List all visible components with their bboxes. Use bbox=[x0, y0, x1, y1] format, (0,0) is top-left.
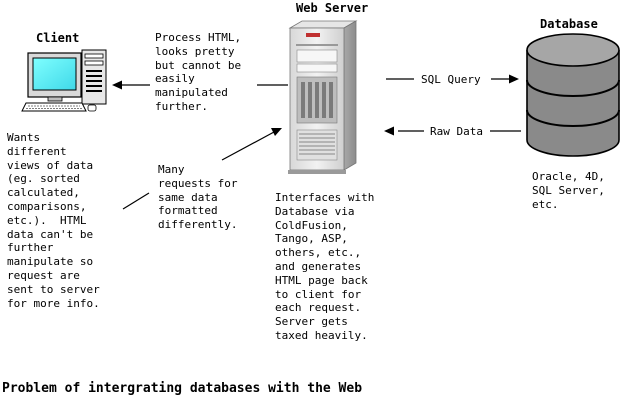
database-icon bbox=[526, 33, 620, 157]
arrow-raw-head bbox=[384, 126, 394, 136]
database-list-note: Oracle, 4D, SQL Server, etc. bbox=[532, 170, 605, 211]
arrow-to-client-head bbox=[112, 80, 122, 90]
arrow-request-tail bbox=[122, 192, 150, 210]
web-server-heading: Web Server bbox=[296, 1, 369, 15]
server-icon bbox=[288, 20, 358, 174]
database-heading: Database bbox=[540, 17, 598, 31]
computer-icon bbox=[21, 49, 107, 112]
arrow-request-head bbox=[271, 128, 282, 136]
arrow-sql-head bbox=[509, 74, 519, 84]
client-heading: Client bbox=[36, 31, 80, 45]
client-wants-note: Wants different views of data (eg. sorte… bbox=[7, 131, 100, 310]
raw-data-label: Raw Data bbox=[430, 125, 483, 138]
figure-caption: Problem of intergrating databases with t… bbox=[2, 381, 363, 396]
sql-query-label: SQL Query bbox=[421, 73, 481, 86]
process-html-note: Process HTML, looks pretty but cannot be… bbox=[155, 31, 242, 113]
many-requests-note: Many requests for same data formatted di… bbox=[158, 163, 238, 232]
arrow-request bbox=[221, 131, 275, 161]
server-interfaces-note: Interfaces with Database via ColdFusion,… bbox=[275, 191, 375, 342]
